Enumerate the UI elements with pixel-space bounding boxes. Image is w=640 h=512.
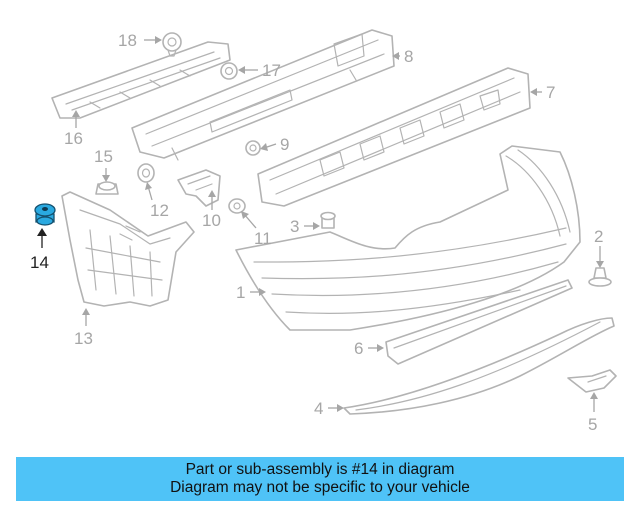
part-15-fastener: [95, 181, 119, 195]
callout-14-highlighted: 14: [30, 253, 49, 272]
part-11-fastener: [228, 198, 246, 214]
part-7-energy-absorber: [257, 67, 531, 207]
part-5-bracket: [567, 369, 617, 393]
callout-7: 7: [546, 83, 555, 102]
callout-10: 10: [202, 211, 221, 230]
part-1-bumper-cover: [235, 145, 581, 331]
callout-13: 13: [74, 329, 93, 348]
callout-18: 18: [118, 31, 137, 50]
callout-17: 17: [262, 61, 281, 80]
callout-4: 4: [314, 399, 323, 418]
part-16-bracket: [51, 41, 231, 119]
callout-2: 2: [594, 227, 603, 246]
callout-12: 12: [150, 201, 169, 220]
callout-3: 3: [290, 217, 299, 236]
part-14-highlighted-fastener[interactable]: [34, 203, 56, 226]
parts-diagram: 18 17 8 7 9 16 15 12 10 11 3 2 1 6 4 5 1…: [30, 29, 617, 434]
callout-9: 9: [280, 135, 289, 154]
callout-1: 1: [236, 283, 245, 302]
part-18-fastener: [162, 32, 182, 57]
leader-lines: [37, 36, 604, 412]
part-9-fastener: [245, 140, 261, 156]
banner-disclaimer-line: Diagram may not be specific to your vehi…: [170, 479, 470, 496]
callout-11: 11: [254, 229, 272, 248]
part-3-fastener: [320, 211, 336, 229]
callout-8: 8: [404, 47, 413, 66]
info-banner: Part or sub-assembly is #14 in diagram D…: [16, 457, 624, 501]
part-6-trim-strip: [385, 279, 573, 365]
banner-part-line: Part or sub-assembly is #14 in diagram: [185, 461, 455, 478]
part-2-fastener: [588, 267, 612, 287]
callout-5: 5: [588, 415, 597, 434]
part-8-reinforcement-bar: [131, 29, 395, 161]
part-4-lower-valance: [343, 317, 615, 415]
part-17-fastener: [220, 62, 238, 80]
callout-6: 6: [354, 339, 363, 358]
callout-16: 16: [64, 129, 83, 148]
part-10-clip-bracket: [177, 169, 221, 207]
callout-15: 15: [94, 147, 113, 166]
part-12-fastener: [137, 163, 155, 183]
part-13-side-bracket: [61, 191, 195, 307]
